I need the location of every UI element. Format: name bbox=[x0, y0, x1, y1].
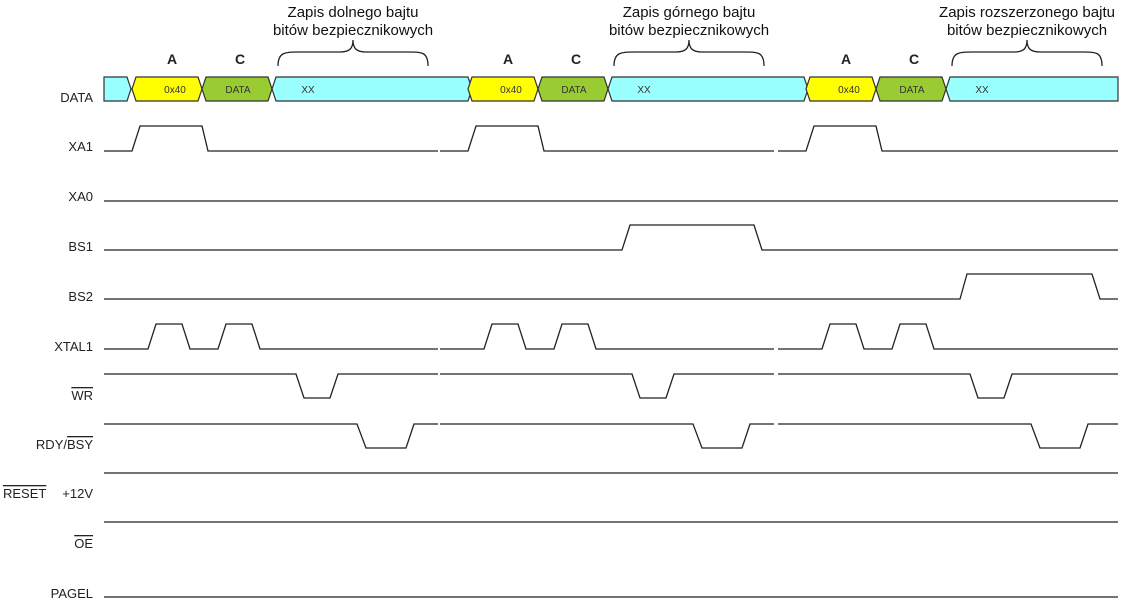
waveforms bbox=[104, 200, 1118, 598]
bus-address-label: 0x40 bbox=[500, 85, 522, 96]
signal-labels: DATA XA1 XA0 BS1 BS2 XTAL1 WR RDY/BSY RE… bbox=[3, 90, 93, 601]
phase-a-label: A bbox=[503, 51, 513, 67]
rdy-bsy-wave bbox=[440, 423, 774, 449]
label-12v: +12V bbox=[62, 486, 93, 501]
rdy-bsy-wave bbox=[778, 423, 1118, 449]
bus-address-label: 0x40 bbox=[838, 85, 860, 96]
bus-data-label: DATA bbox=[225, 85, 251, 96]
brace bbox=[277, 39, 429, 67]
label-rdy-bsy: RDY/BSY bbox=[36, 437, 93, 452]
wr-wave bbox=[778, 373, 1118, 399]
bus-idle bbox=[103, 76, 132, 102]
xa1-wave bbox=[778, 125, 1118, 152]
bus-dontcare-label: XX bbox=[637, 85, 651, 96]
label-xa0: XA0 bbox=[68, 189, 93, 204]
section-title-line1: Zapis górnego bajtu bbox=[623, 4, 756, 21]
bs1-wave bbox=[104, 224, 1118, 251]
phase-a-label: A bbox=[841, 51, 851, 67]
wr-wave bbox=[440, 373, 774, 399]
section-title-line2: bitów bezpiecznikowych bbox=[273, 22, 433, 39]
phase-a-label: A bbox=[167, 51, 177, 67]
xtal1-wave bbox=[104, 323, 438, 350]
section-title-line1: Zapis rozszerzonego bajtu bbox=[939, 4, 1115, 21]
label-xa1: XA1 bbox=[68, 139, 93, 154]
section-title-line2: bitów bezpiecznikowych bbox=[947, 22, 1107, 39]
label-rdy: RDY/ bbox=[36, 437, 67, 452]
bus-data-label: DATA bbox=[561, 85, 587, 96]
label-bs2: BS2 bbox=[68, 289, 93, 304]
phase-c-label: C bbox=[909, 51, 919, 67]
bs2-wave bbox=[104, 273, 1118, 300]
label-data: DATA bbox=[60, 90, 93, 105]
bus-dontcare bbox=[945, 76, 1119, 102]
bus-data-label: DATA bbox=[899, 85, 925, 96]
bus-address-label: 0x40 bbox=[164, 85, 186, 96]
label-oe: OE bbox=[74, 536, 93, 551]
section-3: 0x40 DATA XX A C Zapis rozszerzonego bajtubit… bbox=[778, 4, 1119, 449]
phase-c-label: C bbox=[571, 51, 581, 67]
label-reset: RESET bbox=[3, 486, 46, 501]
section-title-line2: bitów bezpiecznikowych bbox=[609, 22, 769, 39]
rdy-bsy-wave bbox=[104, 423, 438, 449]
brace bbox=[613, 39, 765, 67]
bus-dontcare-label: XX bbox=[301, 85, 315, 96]
label-bs1: BS1 bbox=[68, 239, 93, 254]
brace bbox=[951, 39, 1103, 67]
xa1-wave bbox=[440, 125, 774, 152]
xtal1-wave bbox=[440, 323, 774, 350]
label-bsy: BSY bbox=[67, 437, 93, 452]
label-wr: WR bbox=[71, 388, 93, 403]
xtal1-wave bbox=[778, 323, 1118, 350]
label-xtal1: XTAL1 bbox=[54, 339, 93, 354]
bus-dontcare-label: XX bbox=[975, 85, 989, 96]
label-pagel: PAGEL bbox=[51, 586, 93, 601]
section-title-line1: Zapis dolnego bajtu bbox=[288, 4, 419, 21]
xa1-wave bbox=[104, 125, 438, 152]
wr-wave bbox=[104, 373, 438, 399]
phase-c-label: C bbox=[235, 51, 245, 67]
